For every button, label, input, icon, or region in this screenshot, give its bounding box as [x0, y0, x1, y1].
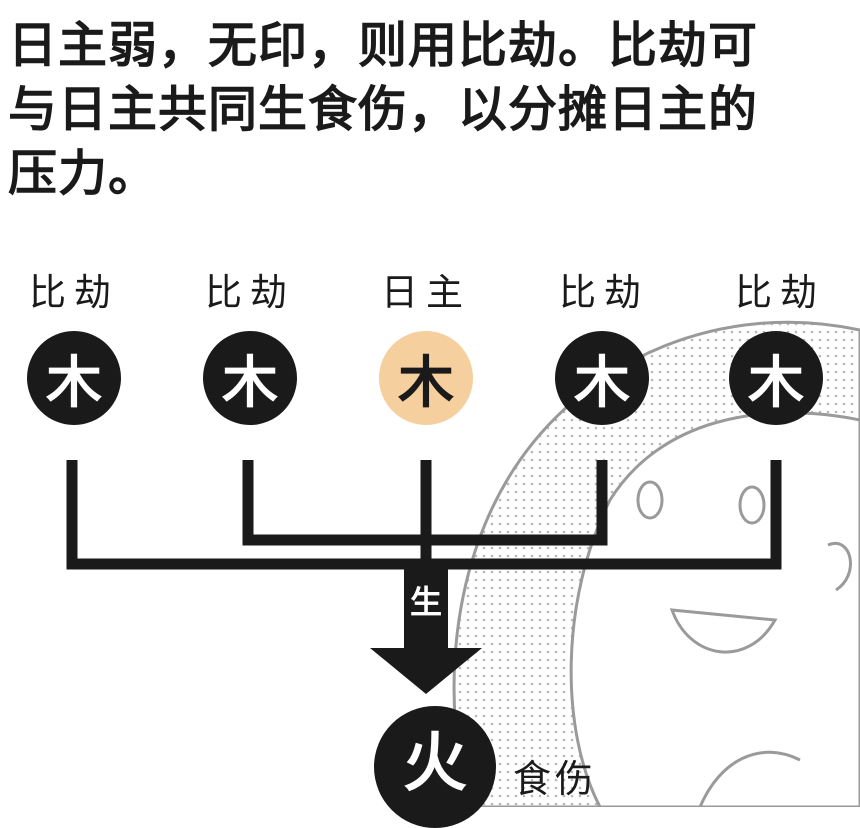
explanation-line-3: 压力。	[8, 145, 159, 202]
node-label-2: 比劫	[205, 271, 295, 314]
explanation-line-1: 日主弱，无印，则用比劫。比劫可	[8, 17, 759, 74]
arrow-label: 生	[409, 583, 442, 621]
fire-node: 火	[374, 706, 496, 828]
wood-node-1: 木	[27, 331, 121, 425]
wood-node-4: 木	[555, 331, 649, 425]
arrow-head	[370, 648, 482, 694]
explanation-line-2: 与日主共同生食伤，以分摊日主的	[8, 81, 759, 138]
wood-node-day-master: 木	[379, 331, 473, 425]
wood-node-2: 木	[203, 331, 297, 425]
fire-node-label: 食伤	[513, 757, 598, 801]
connector-lines	[66, 460, 782, 694]
node-label-4: 比劫	[559, 271, 649, 314]
node-label-day-master: 日主	[381, 271, 471, 314]
arrow-shaft	[404, 560, 448, 650]
node-label-5: 比劫	[735, 271, 825, 314]
wood-node-5: 木	[729, 331, 823, 425]
node-label-1: 比劫	[29, 271, 119, 314]
explanation-text: 日主弱，无印，则用比劫。比劫可 与日主共同生食伤，以分摊日主的 压力。	[8, 14, 848, 206]
